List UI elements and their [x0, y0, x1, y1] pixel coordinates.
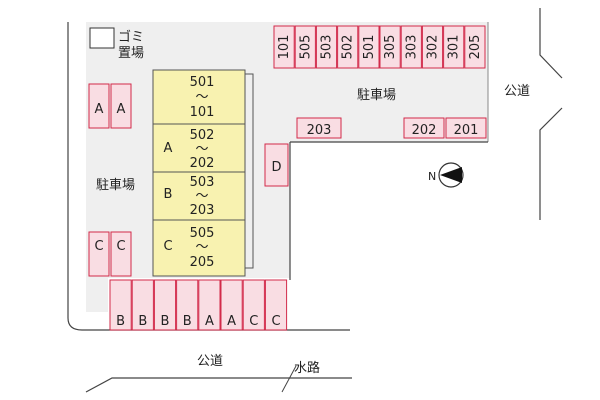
parking-space-right-0-label: 203	[307, 123, 332, 138]
waterway-edge	[85, 377, 352, 393]
parking-space-left-bottom-0: C	[88, 231, 110, 277]
parking-space-left-top-0: A	[88, 83, 110, 129]
compass-north-label: N	[428, 170, 436, 183]
public-road-south: 公道	[197, 354, 223, 369]
parking-space-top-5: 305	[379, 25, 401, 69]
parking-space-left-top-0-label: A	[95, 102, 104, 117]
parking-space-d-label: D	[271, 160, 281, 175]
parking-space-top-6-label: 303	[404, 35, 419, 60]
parking-space-top-7-label: 302	[426, 35, 441, 60]
parking-space-bottom-4: A	[198, 279, 221, 331]
parking-space-bottom-1-label: B	[138, 314, 147, 329]
road-edge-north	[539, 8, 563, 79]
boundary-bottom-curve	[67, 317, 350, 331]
parking-space-top-0: 101	[273, 25, 295, 69]
parking-space-bottom-4-label: A	[205, 314, 214, 329]
parking-space-left-bottom-1-label: C	[116, 239, 125, 254]
building-1-tilde: 〜	[195, 142, 208, 157]
parking-space-top-2: 503	[315, 25, 338, 69]
building-3-tilde: 〜	[195, 240, 208, 255]
parking-space-left-bottom-1: C	[110, 231, 132, 277]
building-0-top: 501	[190, 75, 215, 90]
parking-space-d: D	[264, 143, 289, 187]
parking-space-top-9-label: 205	[468, 35, 483, 60]
public-road-east: 公道	[504, 84, 530, 99]
building-2-top: 503	[190, 175, 215, 190]
trash-area-line2: 置場	[118, 46, 144, 61]
building-0-tilde: 〜	[195, 90, 208, 105]
parking-space-bottom-0-label: B	[116, 314, 125, 329]
building-section	[152, 123, 246, 173]
building-2-wing: B	[164, 187, 173, 202]
building-3-wing: C	[163, 239, 172, 254]
parking-space-bottom-6-label: C	[249, 314, 258, 329]
parking-space-top-2-label: 503	[320, 35, 335, 60]
building-3-top: 505	[190, 226, 215, 241]
building-2-tilde: 〜	[195, 189, 208, 204]
compass-icon: N	[428, 162, 464, 188]
parking-space-right-1: 202	[403, 117, 445, 139]
parking-space-right-0: 203	[296, 117, 342, 139]
road-edge-south	[539, 107, 563, 220]
building-section	[152, 219, 246, 277]
parking-space-bottom-5: A	[220, 279, 243, 331]
parking-space-top-8: 301	[443, 25, 465, 69]
parking-space-left-top-1: A	[110, 83, 132, 129]
building-block: 501 〜 101 A 502 〜 202 B 503 〜 203 C 505 …	[152, 69, 254, 277]
parking-space-top-3: 502	[337, 25, 359, 69]
parking-space-bottom-7: C	[264, 279, 288, 331]
parking-space-bottom-3: B	[176, 279, 199, 331]
parking-space-top-6: 303	[400, 25, 422, 69]
parking-space-bottom-2-label: B	[161, 314, 170, 329]
parking-space-bottom-2: B	[153, 279, 177, 331]
parking-space-top-1: 505	[294, 25, 316, 69]
parking-space-right-1-label: 202	[412, 123, 437, 138]
parking-space-bottom-0: B	[109, 279, 132, 331]
parking-space-top-0-label: 101	[277, 35, 292, 60]
parking-space-top-4-label: 501	[362, 35, 377, 60]
building-3-bottom: 205	[190, 255, 215, 270]
parking-space-left-bottom-0-label: C	[94, 239, 103, 254]
parking-space-right-2: 201	[445, 117, 487, 139]
building-section	[152, 171, 246, 221]
parking-space-top-5-label: 305	[383, 35, 398, 60]
parking-space-bottom-7-label: C	[271, 314, 280, 329]
parking-space-bottom-1: B	[131, 279, 154, 331]
parking-space-top-9: 205	[464, 25, 486, 69]
parking-space-right-2-label: 201	[454, 123, 479, 138]
waterway-label: 水路	[294, 360, 320, 376]
building-1-bottom: 202	[190, 156, 215, 171]
waterway-leader	[281, 365, 297, 393]
parking-space-left-top-1-label: A	[117, 102, 126, 117]
parking-space-top-4: 501	[358, 25, 380, 69]
parking-space-top-8-label: 301	[447, 35, 462, 60]
building-1-wing: A	[164, 141, 173, 156]
building-section	[152, 69, 246, 125]
parking-label-left: 駐車場	[96, 178, 135, 193]
trash-area-line1: ゴミ	[118, 29, 144, 45]
building-1-top: 502	[190, 128, 215, 143]
parking-label-right: 駐車場	[357, 88, 396, 103]
building-balcony	[245, 73, 254, 269]
trash-box-icon	[89, 27, 115, 49]
parking-space-bottom-5-label: A	[227, 314, 236, 329]
parking-space-top-1-label: 505	[298, 35, 313, 60]
parking-space-bottom-3-label: B	[183, 314, 192, 329]
building-0-bottom: 101	[190, 105, 215, 120]
building-2-bottom: 203	[190, 203, 215, 218]
parking-space-top-7: 302	[421, 25, 444, 69]
parking-space-top-3-label: 502	[341, 35, 356, 60]
parking-space-bottom-6: C	[242, 279, 265, 331]
